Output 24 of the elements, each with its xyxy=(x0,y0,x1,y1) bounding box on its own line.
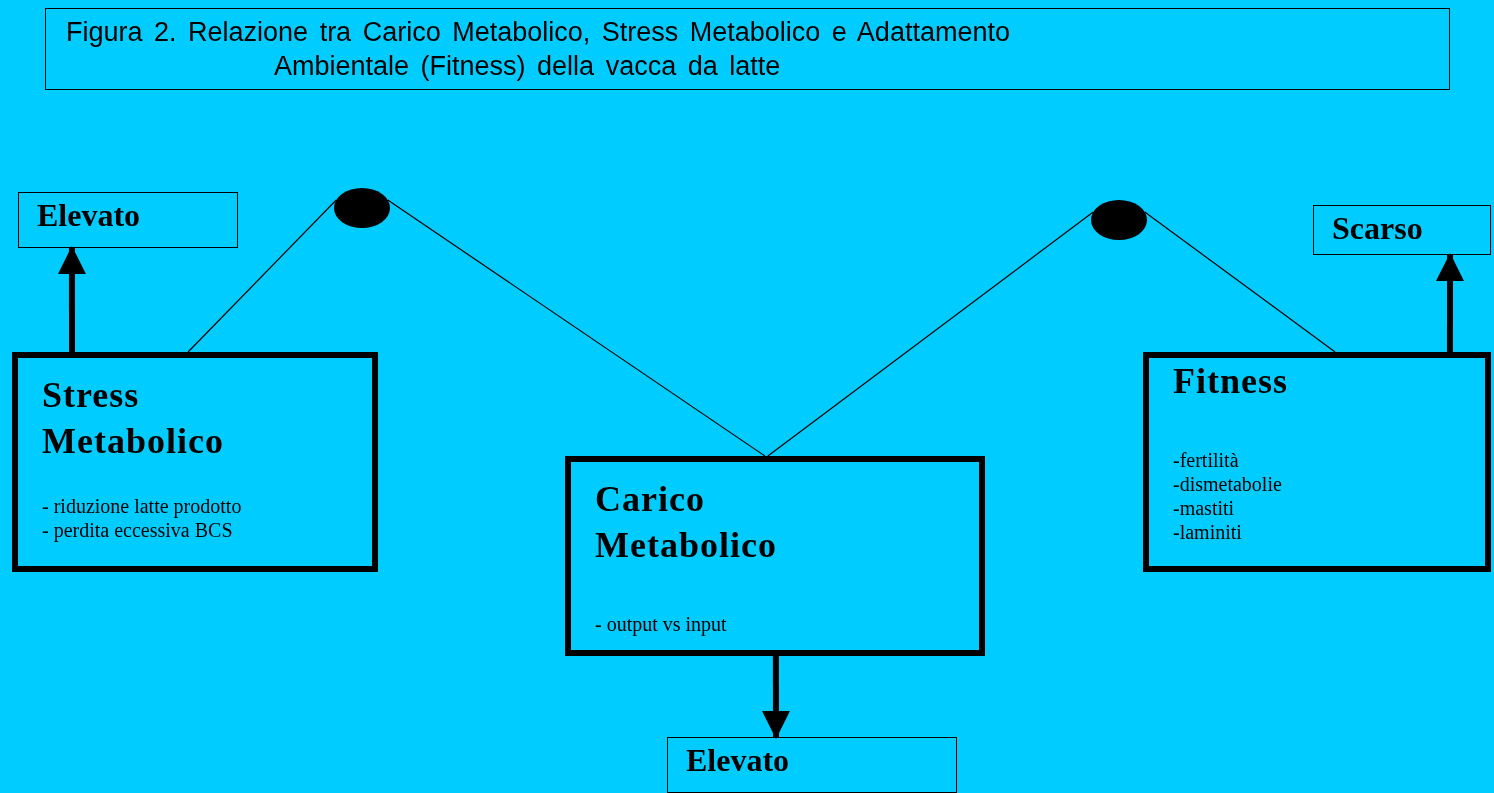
list-item: - perdita eccessiva BCS xyxy=(42,518,233,542)
concept-box xyxy=(1143,352,1491,572)
concept-box xyxy=(12,352,378,572)
arrow xyxy=(1436,253,1465,352)
arrow xyxy=(762,656,790,739)
box-heading: Fitness xyxy=(1173,360,1288,403)
list-item: - riduzione latte prodotto xyxy=(42,494,242,518)
list-item: -laminiti xyxy=(1173,520,1242,544)
box-heading: Carico Metabolico xyxy=(595,478,778,567)
connector-line xyxy=(387,199,766,457)
level-box: Elevato xyxy=(18,192,238,248)
arrow xyxy=(57,246,86,352)
concept-box xyxy=(565,456,985,656)
level-box: Scarso xyxy=(1313,205,1491,255)
list-item: -fertilità xyxy=(1173,448,1239,472)
list-item: - output vs input xyxy=(595,612,727,636)
box-heading: Stress Metabolico xyxy=(42,374,225,463)
level-box: Elevato xyxy=(667,737,957,793)
connector-line xyxy=(1144,211,1336,353)
connector-line xyxy=(767,211,1094,457)
figure-title: Figura 2. Relazione tra Carico Metabolico, Stress Metabolico e Adattamento Ambientale (Fitness) della vacca da latte xyxy=(45,8,1450,90)
list-item: -mastiti xyxy=(1173,496,1235,520)
list-item: -dismetabolie xyxy=(1173,472,1282,496)
connector-line xyxy=(187,199,337,353)
